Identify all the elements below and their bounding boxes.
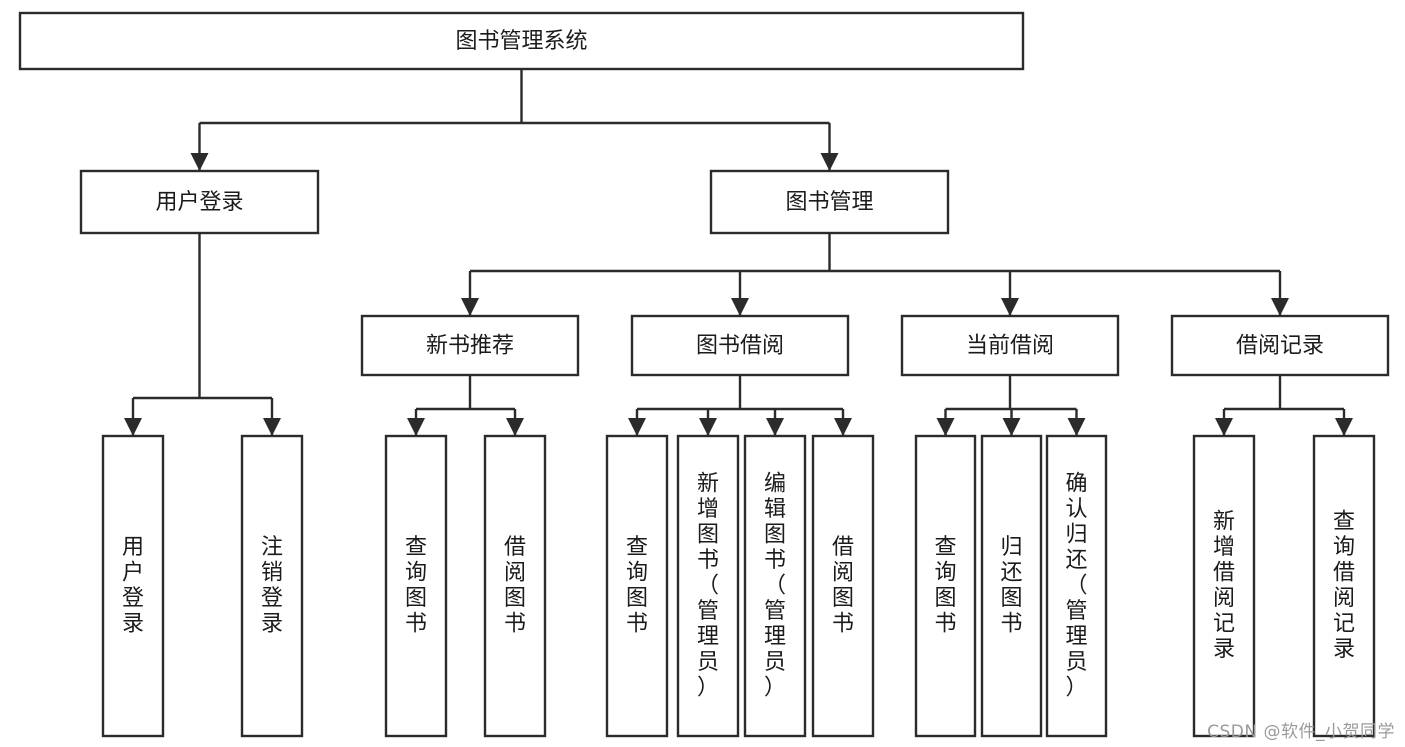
arrow-head-icon: [506, 418, 524, 436]
node-level3-0[interactable]: 新书推荐: [360, 314, 580, 377]
node-box[interactable]: [743, 434, 807, 738]
node-label: 查询借阅记录: [1333, 510, 1355, 663]
node-box[interactable]: [811, 434, 875, 738]
node-box[interactable]: [18, 11, 1025, 71]
arrow-head-icon: [1215, 418, 1233, 436]
node-label: 借阅记录: [1236, 334, 1324, 359]
node-label: 用户登录: [122, 535, 144, 637]
node-leaf-9[interactable]: 归还图书: [980, 434, 1043, 738]
arrow-head-icon: [263, 418, 281, 436]
arrow-head-icon: [1001, 298, 1019, 316]
node-leaf-11[interactable]: 新增借阅记录: [1192, 434, 1256, 738]
connectors-layer: [124, 69, 1353, 436]
node-box[interactable]: [980, 434, 1043, 738]
node-box[interactable]: [101, 434, 165, 738]
arrow-head-icon: [461, 298, 479, 316]
node-label: 当前借阅: [966, 334, 1054, 359]
node-box[interactable]: [79, 169, 320, 235]
arrow-head-icon: [1335, 418, 1353, 436]
node-label: 新增借阅记录: [1213, 510, 1235, 663]
arrow-head-icon: [936, 418, 955, 436]
node-box[interactable]: [676, 434, 740, 738]
node-box[interactable]: [630, 314, 850, 377]
node-leaf-4[interactable]: 查询图书: [605, 434, 669, 738]
arrow-head-icon: [190, 153, 209, 171]
node-box[interactable]: [360, 314, 580, 377]
node-box[interactable]: [240, 434, 304, 738]
arrow-head-icon: [1271, 298, 1289, 316]
node-box[interactable]: [384, 434, 448, 738]
nodes-layer: 图书管理系统用户登录图书管理新书推荐图书借阅当前借阅借阅记录用户登录注销登录查询…: [18, 11, 1390, 738]
node-label: 图书管理: [785, 190, 873, 215]
node-leaf-12[interactable]: 查询借阅记录: [1312, 434, 1376, 738]
node-label: 编辑图书（管理员）: [764, 471, 786, 700]
node-leaf-1[interactable]: 注销登录: [240, 434, 304, 738]
node-box[interactable]: [605, 434, 669, 738]
node-level3-3[interactable]: 借阅记录: [1170, 314, 1390, 377]
node-label: 查询图书: [405, 535, 427, 637]
node-label: 新增图书（管理员）: [697, 471, 719, 700]
arrow-head-icon: [820, 153, 839, 171]
node-label: 确认归还（管理员）: [1065, 471, 1087, 700]
node-box[interactable]: [1192, 434, 1256, 738]
node-label: 注销登录: [261, 535, 283, 637]
node-label: 借阅图书: [504, 535, 526, 637]
node-label: 新书推荐: [426, 334, 514, 359]
node-leaf-6[interactable]: 编辑图书（管理员）: [743, 434, 807, 738]
node-level3-2[interactable]: 当前借阅: [900, 314, 1120, 377]
arrow-head-icon: [407, 418, 425, 436]
arrow-head-icon: [731, 298, 749, 316]
arrow-head-icon: [699, 418, 717, 436]
node-box[interactable]: [483, 434, 547, 738]
node-label: 查询图书: [626, 535, 648, 637]
node-label: 图书借阅: [696, 334, 784, 359]
node-leaf-5[interactable]: 新增图书（管理员）: [676, 434, 740, 738]
arrow-head-icon: [766, 418, 784, 436]
arrow-head-icon: [834, 418, 852, 436]
node-level3-1[interactable]: 图书借阅: [630, 314, 850, 377]
node-leaf-7[interactable]: 借阅图书: [811, 434, 875, 738]
node-root-0[interactable]: 图书管理系统: [18, 11, 1025, 71]
arrow-head-icon: [1002, 418, 1021, 436]
node-box[interactable]: [900, 314, 1120, 377]
node-label: 归还图书: [1000, 535, 1022, 637]
node-box[interactable]: [1045, 434, 1108, 738]
node-box[interactable]: [1312, 434, 1376, 738]
node-level2-0[interactable]: 用户登录: [79, 169, 320, 235]
node-leaf-2[interactable]: 查询图书: [384, 434, 448, 738]
node-leaf-10[interactable]: 确认归还（管理员）: [1045, 434, 1108, 738]
node-level2-1[interactable]: 图书管理: [709, 169, 950, 235]
node-leaf-0[interactable]: 用户登录: [101, 434, 165, 738]
node-box[interactable]: [709, 169, 950, 235]
node-label: 借阅图书: [832, 535, 854, 637]
node-box[interactable]: [1170, 314, 1390, 377]
arrow-head-icon: [628, 418, 646, 436]
node-label: 查询图书: [934, 535, 956, 637]
arrow-head-icon: [1067, 418, 1086, 436]
node-leaf-8[interactable]: 查询图书: [914, 434, 977, 738]
node-label: 用户登录: [155, 190, 243, 215]
arrow-head-icon: [124, 418, 142, 436]
node-leaf-3[interactable]: 借阅图书: [483, 434, 547, 738]
node-box[interactable]: [914, 434, 977, 738]
node-label: 图书管理系统: [455, 29, 587, 54]
